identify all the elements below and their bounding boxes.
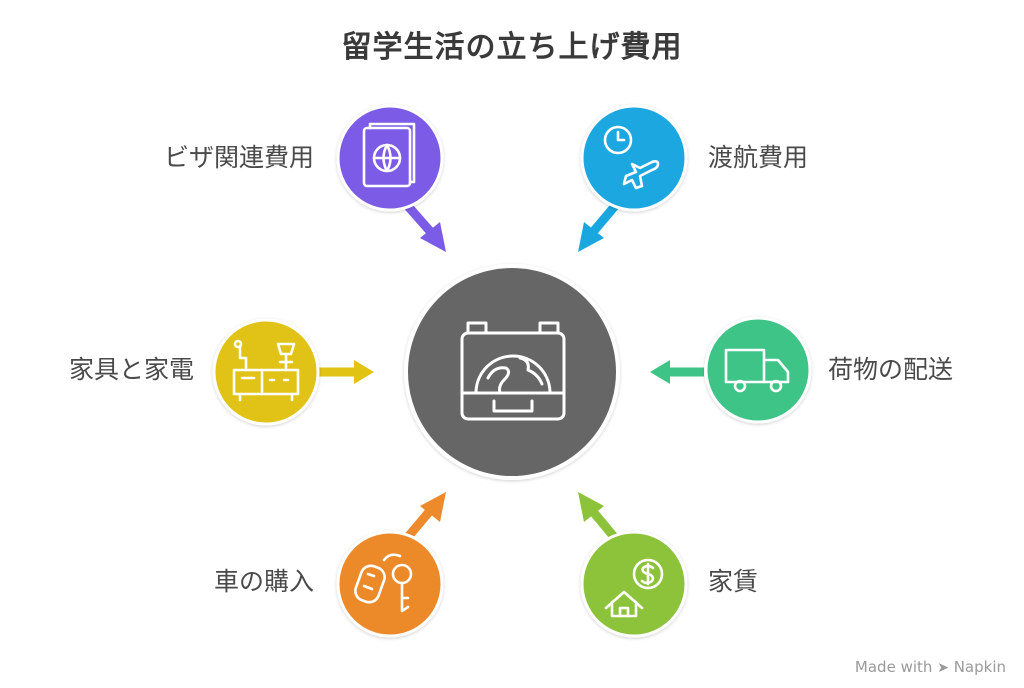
arrowhead-furniture bbox=[354, 360, 374, 384]
arrowhead-visa bbox=[420, 222, 446, 252]
diagram-title: 留学生活の立ち上げ費用 bbox=[341, 30, 683, 65]
watermark: Made with ➤ Napkin bbox=[855, 658, 1006, 676]
watermark-prefix: Made with bbox=[854, 658, 933, 676]
clock-airplane-icon bbox=[603, 125, 660, 190]
label-flight: 渡航費用 bbox=[708, 143, 809, 172]
node-rent bbox=[580, 530, 688, 638]
item-car bbox=[336, 492, 446, 638]
arrowhead-rent bbox=[578, 492, 604, 522]
delivery-truck-icon bbox=[724, 348, 790, 393]
center-node bbox=[404, 264, 620, 480]
napkin-logo-icon: ➤ bbox=[937, 660, 949, 676]
arrowhead-shipping bbox=[650, 360, 670, 384]
center-circle bbox=[404, 264, 620, 480]
label-shipping: 荷物の配送 bbox=[828, 355, 954, 384]
passport-icon bbox=[362, 122, 416, 188]
node-furniture bbox=[212, 318, 320, 426]
furniture-icon bbox=[232, 339, 300, 402]
arrowhead-car bbox=[420, 492, 446, 522]
watermark-brand: Napkin bbox=[953, 658, 1006, 676]
house-dollar-icon bbox=[604, 558, 664, 618]
label-furniture: 家具と家電 bbox=[68, 355, 194, 384]
node-shipping bbox=[704, 316, 812, 424]
label-visa: ビザ関連費用 bbox=[163, 143, 314, 172]
arrowhead-flight bbox=[578, 222, 604, 252]
item-rent bbox=[578, 492, 688, 638]
label-car: 車の購入 bbox=[213, 567, 314, 596]
label-rent: 家賃 bbox=[708, 567, 759, 596]
item-flight bbox=[578, 104, 688, 252]
node-flight bbox=[580, 104, 688, 212]
item-visa bbox=[336, 104, 446, 252]
open-suitcase-globe-icon bbox=[460, 321, 566, 421]
item-shipping bbox=[650, 316, 812, 424]
car-key-icon bbox=[354, 553, 413, 613]
node-car bbox=[336, 530, 444, 638]
item-furniture bbox=[212, 318, 374, 426]
